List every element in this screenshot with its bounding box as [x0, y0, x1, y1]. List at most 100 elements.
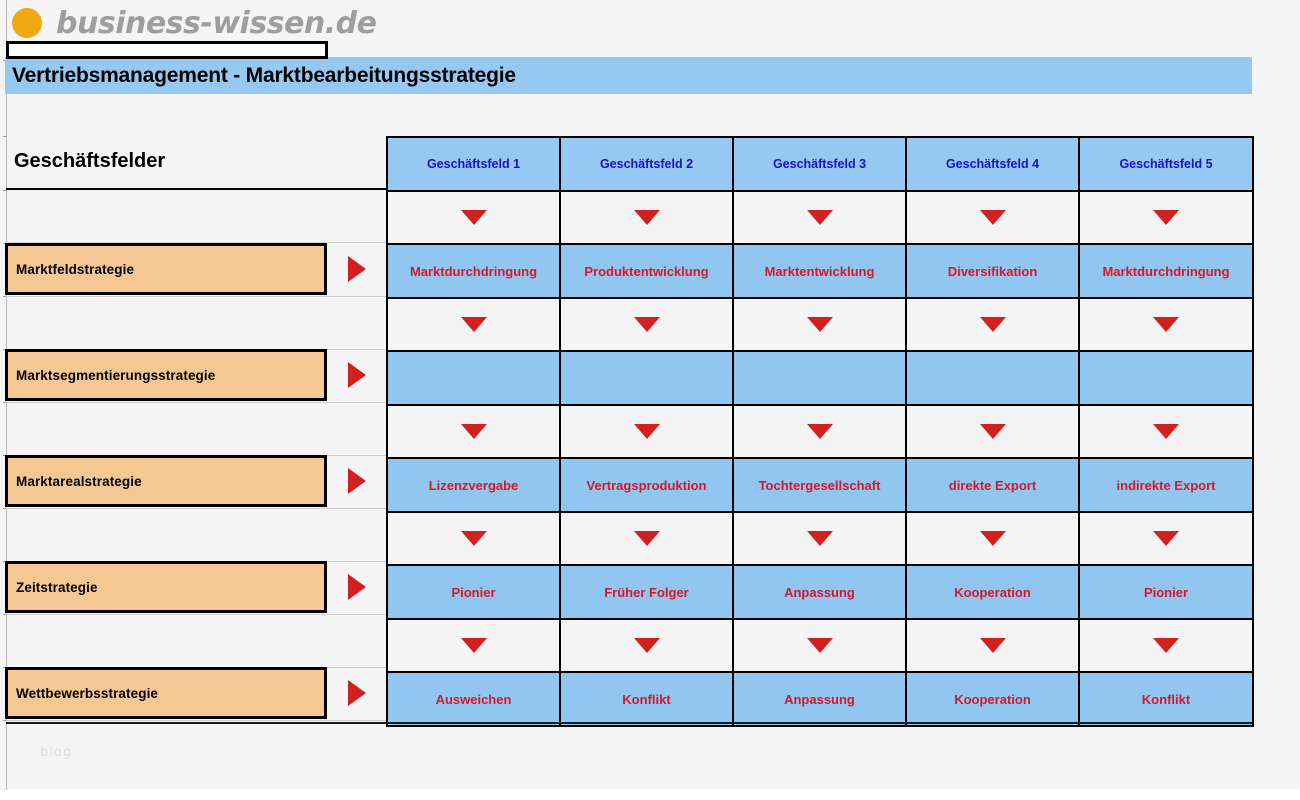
- arrow-row: [386, 190, 1254, 245]
- matrix-cell[interactable]: [386, 350, 561, 406]
- matrix-cell[interactable]: Produktentwicklung: [559, 243, 734, 299]
- brand-logo: business-wissen.de: [0, 0, 377, 46]
- selection-outline-box[interactable]: [6, 41, 328, 59]
- strategy-box-marktarealstrategie[interactable]: Marktarealstrategie: [5, 455, 327, 507]
- left-divider: [6, 296, 386, 297]
- strategy-box-zeitstrategie[interactable]: Zeitstrategie: [5, 561, 327, 613]
- matrix-cell[interactable]: [905, 350, 1080, 406]
- matrix-cell[interactable]: Marktentwicklung: [732, 243, 907, 299]
- matrix-cell[interactable]: Anpassung: [732, 564, 907, 620]
- circle-logo-icon: [12, 8, 42, 38]
- arrow-cell: [732, 618, 907, 673]
- matrix-cell[interactable]: Marktdurchdringung: [1078, 243, 1254, 299]
- arrow-cell: [905, 404, 1080, 459]
- arrow-cell: [559, 404, 734, 459]
- gutter-tick: [3, 720, 7, 721]
- triangle-right-icon: [348, 256, 366, 282]
- arrow-cell: [386, 190, 561, 245]
- arrow-cell: [732, 297, 907, 352]
- arrow-cell: [386, 404, 561, 459]
- arrow-cell: [732, 404, 907, 459]
- gutter-tick: [3, 296, 7, 297]
- matrix-row: [386, 350, 1254, 406]
- column-header[interactable]: Geschäftsfeld 2: [559, 136, 734, 192]
- left-divider: [6, 402, 386, 403]
- strategy-box-marktsegmentierungsstrategie[interactable]: Marktsegmentierungsstrategie: [5, 349, 327, 401]
- triangle-down-icon: [633, 317, 660, 332]
- matrix-cell[interactable]: Tochtergesellschaft: [732, 457, 907, 513]
- matrix-cell[interactable]: Marktdurchdringung: [386, 243, 561, 299]
- arrow-cell: [386, 511, 561, 566]
- arrow-cell: [559, 511, 734, 566]
- triangle-down-icon: [633, 424, 660, 439]
- matrix-row: Pionier Früher Folger Anpassung Kooperat…: [386, 564, 1254, 620]
- column-header[interactable]: Geschäftsfeld 3: [732, 136, 907, 192]
- arrow-row: [386, 297, 1254, 352]
- arrow-cell: [905, 190, 1080, 245]
- matrix-cell[interactable]: Vertragsproduktion: [559, 457, 734, 513]
- left-divider: [6, 614, 386, 615]
- gutter-tick: [3, 508, 7, 509]
- arrow-cell: [1078, 190, 1254, 245]
- brand-name: business-wissen.de: [56, 5, 377, 41]
- triangle-down-icon: [1153, 531, 1179, 546]
- strategy-box-marktfeldstrategie[interactable]: Marktfeldstrategie: [5, 243, 327, 295]
- matrix-cell[interactable]: [732, 350, 907, 406]
- triangle-down-icon: [806, 638, 833, 653]
- left-divider: [6, 508, 386, 509]
- gutter-tick: [3, 614, 7, 615]
- matrix-cell[interactable]: Kooperation: [905, 564, 1080, 620]
- matrix-cell[interactable]: [559, 350, 734, 406]
- column-header[interactable]: Geschäftsfeld 1: [386, 136, 561, 192]
- triangle-down-icon: [633, 638, 660, 653]
- triangle-down-icon: [1153, 638, 1179, 653]
- strategy-label: Marktsegmentierungsstrategie: [16, 367, 216, 383]
- strategy-label: Zeitstrategie: [16, 579, 98, 595]
- matrix-cell[interactable]: Konflikt: [559, 671, 734, 727]
- triangle-down-icon: [1153, 424, 1179, 439]
- gutter-tick: [3, 136, 7, 137]
- matrix-cell[interactable]: Diversifikation: [905, 243, 1080, 299]
- triangle-down-icon: [460, 317, 487, 332]
- matrix-header-row: Geschäftsfeld 1 Geschäftsfeld 2 Geschäft…: [386, 136, 1254, 192]
- triangle-right-icon: [348, 680, 366, 706]
- matrix-row: Ausweichen Konflikt Anpassung Kooperatio…: [386, 671, 1254, 727]
- matrix-cell[interactable]: [1078, 350, 1254, 406]
- strategy-matrix: Geschäftsfeld 1 Geschäftsfeld 2 Geschäft…: [386, 136, 1254, 727]
- column-header[interactable]: Geschäftsfeld 5: [1078, 136, 1254, 192]
- left-divider: [6, 242, 386, 243]
- arrow-row: [386, 618, 1254, 673]
- gutter-tick: [3, 402, 7, 403]
- triangle-right-icon: [348, 362, 366, 388]
- triangle-down-icon: [806, 317, 833, 332]
- strategy-label: Marktarealstrategie: [16, 473, 142, 489]
- triangle-down-icon: [633, 210, 660, 225]
- matrix-cell[interactable]: Früher Folger: [559, 564, 734, 620]
- matrix-cell[interactable]: indirekte Export: [1078, 457, 1254, 513]
- matrix-cell[interactable]: Ausweichen: [386, 671, 561, 727]
- triangle-down-icon: [1153, 210, 1179, 225]
- matrix-row: Marktdurchdringung Produktentwicklung Ma…: [386, 243, 1254, 299]
- triangle-right-icon: [348, 468, 366, 494]
- arrow-cell: [905, 297, 1080, 352]
- matrix-cell[interactable]: Pionier: [1078, 564, 1254, 620]
- triangle-down-icon: [806, 210, 833, 225]
- gutter-tick: [3, 190, 7, 191]
- arrow-cell: [732, 511, 907, 566]
- matrix-cell[interactable]: Anpassung: [732, 671, 907, 727]
- triangle-down-icon: [979, 638, 1006, 653]
- arrow-cell: [905, 511, 1080, 566]
- column-header[interactable]: Geschäftsfeld 4: [905, 136, 1080, 192]
- matrix-cell[interactable]: Konflikt: [1078, 671, 1254, 727]
- matrix-cell[interactable]: Lizenzvergabe: [386, 457, 561, 513]
- matrix-cell[interactable]: Kooperation: [905, 671, 1080, 727]
- matrix-cell[interactable]: Pionier: [386, 564, 561, 620]
- footer-band: [0, 790, 1300, 800]
- strategy-box-wettbewerbsstrategie[interactable]: Wettbewerbsstrategie: [5, 667, 327, 719]
- triangle-down-icon: [806, 424, 833, 439]
- title-bar: Vertriebsmanagement - Marktbearbeitungss…: [5, 57, 1252, 94]
- matrix-cell[interactable]: direkte Export: [905, 457, 1080, 513]
- triangle-down-icon: [979, 317, 1006, 332]
- watermark-text: blog: [40, 745, 73, 760]
